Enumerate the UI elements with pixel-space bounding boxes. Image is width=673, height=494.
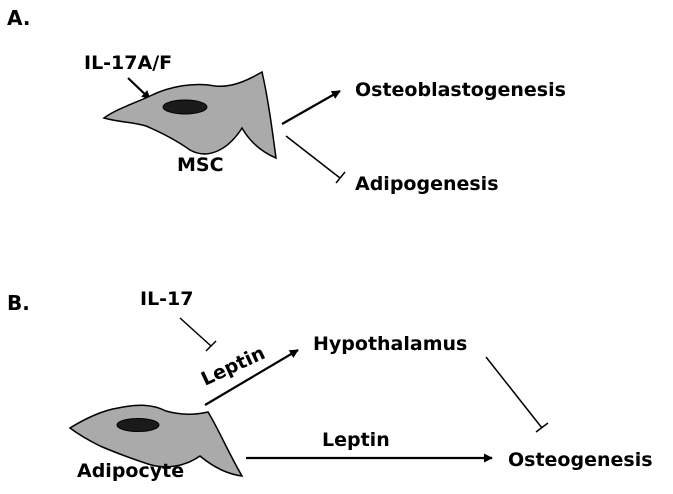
leptin-hypothalamus-arrow (204, 349, 299, 406)
panel-b: B. IL-17 Leptin Hypothalamus Adipocyte L… (7, 288, 653, 482)
hypothalamus-inhibition-bar (535, 422, 549, 433)
il17-inhibition-line (179, 317, 212, 347)
adipogenesis-label: Adipogenesis (355, 173, 499, 195)
leptin-label: Leptin (322, 429, 390, 451)
adipogenesis-inhibition-bar (335, 171, 346, 184)
panel-a-label: A. (7, 6, 30, 30)
msc-nucleus-icon (162, 99, 208, 115)
msc-cell-icon (102, 70, 277, 160)
msc-label: MSC (177, 154, 224, 176)
panel-b-label: B. (7, 291, 30, 315)
osteoblastogenesis-label: Osteoblastogenesis (355, 79, 566, 101)
adipocyte-cell-icon (68, 404, 244, 477)
panel-a: A. IL-17A/F MSC Osteoblastogenesis Adipo… (7, 6, 566, 195)
hypothalamus-inhibition-line (485, 356, 543, 429)
adipocyte-nucleus-icon (116, 418, 160, 432)
il17af-label: IL-17A/F (84, 52, 172, 74)
adipogenesis-inhibition-line (285, 135, 341, 179)
il17af-arrow (127, 77, 151, 100)
osteogenesis-label: Osteogenesis (508, 449, 653, 471)
il17-inhibition-bar (205, 340, 217, 352)
il17-label: IL-17 (140, 288, 194, 310)
adipocyte-label: Adipocyte (77, 460, 184, 482)
hypothalamus-label: Hypothalamus (313, 333, 467, 355)
osteoblastogenesis-arrow (281, 90, 341, 125)
